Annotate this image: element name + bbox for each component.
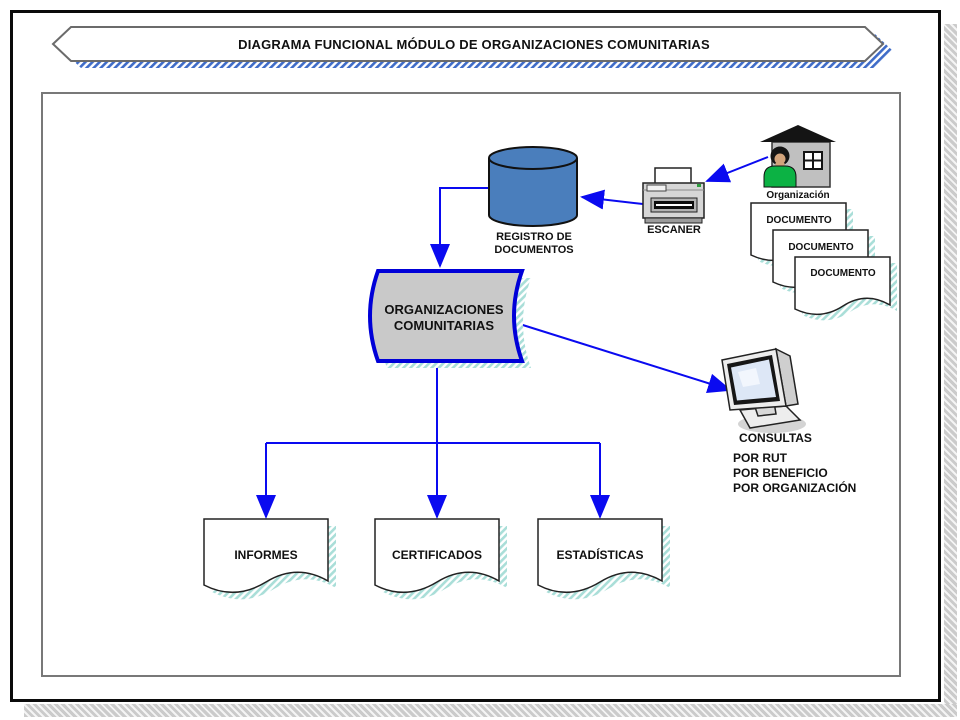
scanner-led [697, 184, 701, 187]
certificados-document-icon [374, 518, 507, 600]
documento-label-3: DOCUMENTO [810, 268, 876, 279]
scanner-icon [642, 167, 705, 224]
monitor-icon [721, 347, 806, 433]
outer-frame [10, 10, 941, 702]
informes-document-icon [203, 518, 336, 600]
monitor-glare [738, 368, 760, 387]
consultas-item-beneficio: POR BENEFICIO [733, 466, 828, 480]
organizacion-glyph [760, 125, 836, 188]
database-cylinder-icon [488, 146, 578, 227]
organizacion-label: Organización [766, 190, 830, 201]
organizaciones-comunitarias-label: ORGANIZACIONES COMUNITARIAS [368, 302, 520, 334]
page-title: DIAGRAMA FUNCIONAL MÓDULO DE ORGANIZACIO… [238, 37, 710, 52]
documento-label-2: DOCUMENTO [788, 242, 854, 253]
documento-label-1: DOCUMENTO [766, 215, 832, 226]
scanner-glyph [642, 167, 705, 224]
title-banner-shape [51, 26, 893, 68]
house-roof [760, 125, 836, 142]
informes-label: INFORMES [234, 548, 298, 562]
estadisticas-label: ESTADÍSTICAS [556, 548, 644, 562]
page-shadow-bottom [24, 704, 957, 717]
house-person-icon [760, 125, 836, 188]
scanner-base [644, 217, 703, 224]
consultas-item-organizacion: POR ORGANIZACIÓN [733, 481, 857, 495]
consultas-list: POR RUT POR BENEFICIO POR ORGANIZACIÓN [733, 451, 856, 496]
title-banner [51, 26, 893, 68]
org-com-line1: ORGANIZACIONES [384, 302, 504, 317]
registro-label-line2: DOCUMENTOS [494, 244, 574, 256]
registro-documentos-label: REGISTRO DE DOCUMENTOS [478, 231, 590, 257]
registro-label-line1: REGISTRO DE [496, 231, 572, 243]
database-body [488, 158, 578, 227]
monitor-glyph [721, 347, 806, 433]
scanner-button [646, 184, 667, 192]
stored-data-shape [368, 269, 531, 368]
document-sheet-icon-3 [794, 256, 897, 321]
diagram-frame [41, 92, 901, 677]
scanner-paper [654, 167, 692, 185]
stored-data-body [368, 269, 525, 363]
person-face [774, 153, 786, 165]
escaner-label: ESCANER [647, 224, 701, 236]
title-banner-hexagon [51, 26, 885, 62]
database-top [488, 146, 578, 170]
estadisticas-document-icon [537, 518, 670, 600]
certificados-label: CERTIFICADOS [392, 548, 482, 562]
consultas-item-rut: POR RUT [733, 451, 787, 465]
consultas-label: CONSULTAS [739, 431, 812, 445]
person-body [763, 165, 797, 188]
org-com-line2: COMUNITARIAS [393, 318, 495, 333]
page-shadow-right [944, 24, 957, 716]
